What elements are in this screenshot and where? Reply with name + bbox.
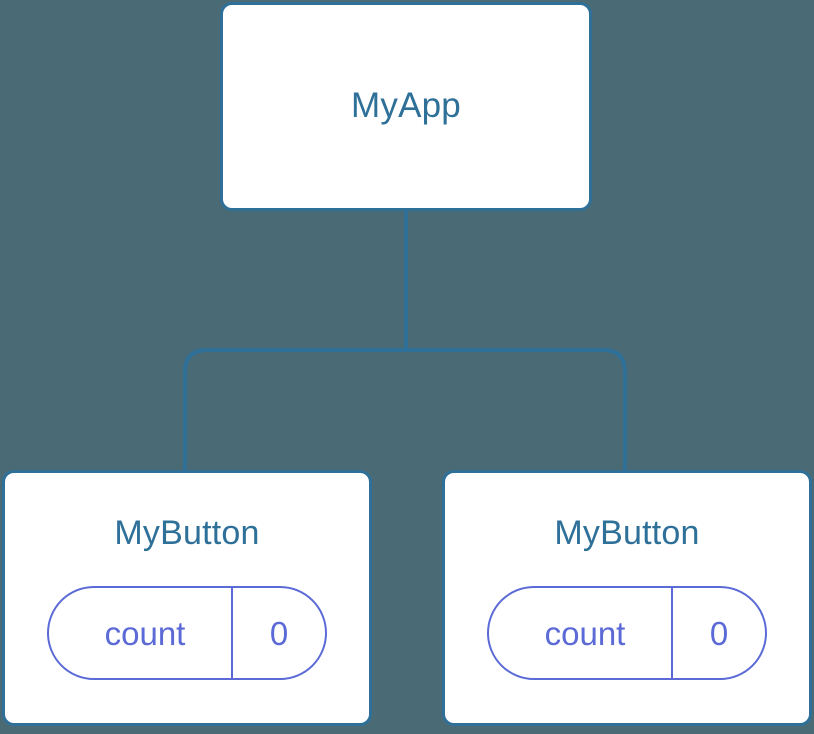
state-pill-left[interactable]: count 0 <box>47 586 327 681</box>
state-value-right: 0 <box>671 588 765 679</box>
node-mybutton-left[interactable]: MyButton count 0 <box>2 470 372 726</box>
state-key-right: count <box>544 614 626 652</box>
node-mybutton-left-title: MyButton <box>114 514 260 552</box>
node-mybutton-right[interactable]: MyButton count 0 <box>442 470 812 726</box>
state-pill-right[interactable]: count 0 <box>487 586 767 681</box>
edge-to-child-left <box>183 348 406 474</box>
node-myapp-title: MyApp <box>351 86 461 126</box>
state-key-left: count <box>104 614 186 652</box>
node-mybutton-right-title: MyButton <box>554 514 700 552</box>
node-myapp[interactable]: MyApp <box>220 2 592 211</box>
state-value-left: 0 <box>231 588 325 679</box>
edge-to-child-right <box>406 348 627 474</box>
